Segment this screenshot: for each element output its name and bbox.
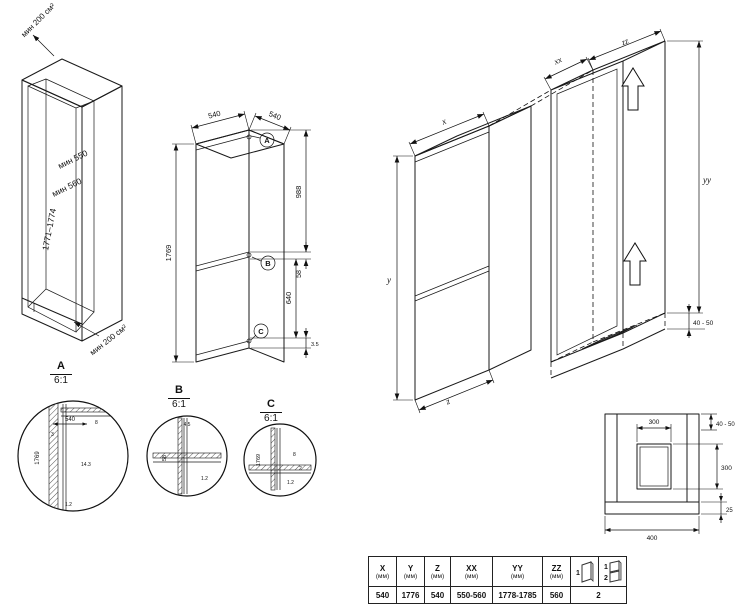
- dim-y-label: y: [386, 275, 391, 285]
- detail-a-label: A 6:1: [50, 360, 72, 386]
- detail-a-dim-width: 540: [65, 417, 76, 423]
- dim-width-top-label: 540: [207, 109, 221, 121]
- col-header-z: Z(мм): [424, 556, 451, 587]
- callout-b-letter: B: [265, 259, 271, 268]
- detail-b-scale: 6:1: [172, 398, 186, 410]
- value-z: 540: [424, 586, 451, 604]
- double-door-icon: 1 2: [604, 559, 621, 583]
- appliance-body: [195, 129, 285, 363]
- dim-gap-label: 58: [296, 270, 303, 278]
- dim-x-label: x: [439, 116, 447, 127]
- detail-a-dim-1: 8: [95, 420, 98, 426]
- double-door-number-2: 2: [604, 575, 608, 582]
- callout-c-letter: C: [258, 327, 264, 336]
- table-value-row: 540 1776 540 550-560 1778-1785 560 2: [368, 586, 627, 604]
- col-header-x: X(мм): [368, 556, 397, 587]
- col-header-single-door: 1: [570, 556, 599, 587]
- col-header-zz: ZZ(мм): [542, 556, 571, 587]
- detail-c-dim-2: 1.2: [287, 480, 294, 486]
- single-door-number: 1: [576, 570, 580, 577]
- dim-height-label: 1769: [164, 245, 173, 262]
- insert-direction-arrows: [621, 67, 647, 286]
- value-y: 1776: [396, 586, 425, 604]
- dim-yy-label: yy: [702, 175, 711, 185]
- install-guide-lines: [488, 69, 594, 127]
- dim-lower-label: 640: [284, 292, 293, 305]
- detail-a-dim-height: 1769: [35, 451, 41, 465]
- detail-a-view: 540 8 3 1769 14.3 1.2: [17, 400, 129, 512]
- niche-dim-lines: [604, 413, 727, 534]
- cabinet-niche-figure: мин 200 см² мин 550 мин 560 1771–1774 ми…: [19, 1, 129, 358]
- col-header-yy: YY(мм): [492, 556, 543, 587]
- appliance-dimensions-figure: 540 540 1769 988 58 640 3.5 A B C: [164, 109, 319, 363]
- detail-c-dim-height: 1769: [256, 454, 262, 466]
- double-door-number-1: 1: [604, 564, 608, 571]
- detail-b-view: 4.5 58 1.2: [146, 415, 228, 497]
- dimensions-table: X(мм) Y(мм) Z(мм) XX(мм) YY(мм) ZZ(мм) 1: [368, 556, 627, 604]
- dim-xx-label: xx: [551, 54, 563, 67]
- value-zz: 560: [542, 586, 571, 604]
- niche-base-width-label: 400: [647, 535, 658, 542]
- col-header-y: Y(мм): [396, 556, 425, 587]
- dim-z-label: z: [443, 396, 451, 407]
- detail-views-figure: 540 8 3 1769 14.3 1.2 4.5 58 1.2: [17, 400, 317, 512]
- install-dim-lines: [393, 28, 705, 414]
- cabinet-vent-top-label: мин 200 см²: [19, 1, 57, 39]
- value-yy: 1778-1785: [492, 586, 543, 604]
- niche-vent-width-label: 300: [649, 419, 660, 426]
- detail-b-dim-2: 58: [162, 455, 168, 461]
- detail-c-scale: 6:1: [264, 412, 278, 424]
- cabinet-vent-bottom-label: мин 200 см²: [88, 323, 129, 358]
- up-arrow-icon: [621, 67, 645, 111]
- dim-zz-label: zz: [619, 35, 630, 47]
- dim-depth-top-label: 540: [267, 109, 282, 122]
- col-header-double-door: 1 2: [598, 556, 627, 587]
- detail-b-dim-3: 1.2: [201, 476, 208, 482]
- cabinet-height-range-label: 1771–1774: [40, 207, 58, 251]
- cabinet-vent-arrows: [32, 34, 100, 337]
- detail-c-dim-1: 8: [293, 452, 296, 458]
- detail-a-dim-2: 3: [51, 432, 54, 438]
- detail-a-dim-3: 14.3: [81, 462, 91, 468]
- callout-a-letter: A: [264, 136, 270, 145]
- value-x: 540: [368, 586, 397, 604]
- up-arrow-icon: [623, 242, 647, 286]
- value-xx: 550-560: [450, 586, 493, 604]
- niche-structure: [604, 413, 700, 515]
- detail-a-scale: 6:1: [54, 374, 68, 386]
- niche-bottom-figure: 300 40 - 50 300 25 400: [604, 413, 735, 542]
- detail-b-letter: B: [168, 384, 190, 399]
- dim-bottom-label: 3.5: [311, 342, 319, 348]
- cabinet-width-min-label: мин 560: [50, 176, 83, 199]
- cabinet-body: [21, 58, 123, 342]
- single-door-icon: 1: [576, 560, 593, 583]
- detail-c-letter: C: [260, 398, 282, 413]
- niche-gap-label: 40 - 50: [716, 422, 735, 428]
- installation-figure: x y z xx zz yy 40 - 50: [386, 28, 714, 414]
- detail-b-dim-1: 4.5: [184, 422, 191, 428]
- callout-a: A: [250, 132, 275, 148]
- dim-gap-label: 40 - 50: [693, 320, 714, 327]
- detail-a-letter: A: [50, 360, 72, 375]
- col-header-xx: XX(мм): [450, 556, 493, 587]
- install-niche-wireframe: [550, 40, 666, 379]
- detail-c-view: 1769 8 1.2 2: [243, 423, 317, 497]
- callout-b: B: [251, 255, 276, 271]
- dim-upper-label: 988: [294, 186, 303, 199]
- appliance-dim-lines: [172, 110, 311, 363]
- install-appliance-body: [414, 105, 532, 401]
- niche-vent-height-label: 300: [721, 465, 732, 472]
- cabinet-depth-min-label: мин 550: [56, 148, 89, 171]
- detail-a-dim-4: 1.2: [65, 502, 72, 508]
- niche-plinth-label: 25: [726, 508, 733, 514]
- detail-c-label: C 6:1: [260, 398, 282, 424]
- table-header-row: X(мм) Y(мм) Z(мм) XX(мм) YY(мм) ZZ(мм) 1: [368, 556, 627, 587]
- detail-b-label: B 6:1: [168, 384, 190, 410]
- detail-c-dim-3: 2: [299, 466, 302, 472]
- callout-c: C: [250, 323, 269, 341]
- value-doors: 2: [570, 586, 627, 604]
